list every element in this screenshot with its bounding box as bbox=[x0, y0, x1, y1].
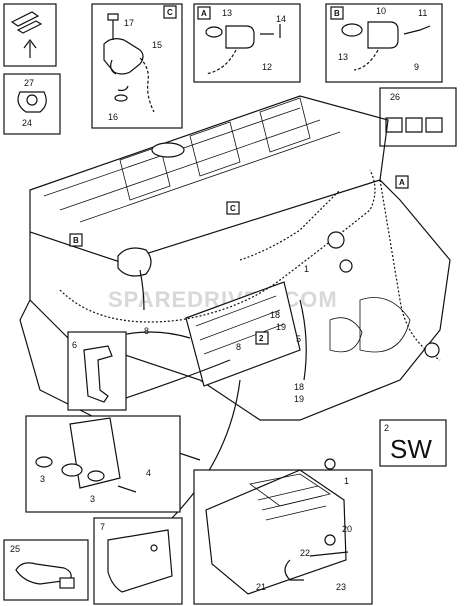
frame-number-2: 2 bbox=[259, 334, 264, 343]
callout-18-a: 18 bbox=[270, 310, 280, 320]
callout-22: 22 bbox=[300, 548, 310, 558]
callout-13-b: 13 bbox=[338, 52, 348, 62]
frame-letter-c-engine: C bbox=[230, 204, 236, 213]
callout-15: 15 bbox=[152, 40, 162, 50]
callout-8-b: 8 bbox=[236, 342, 241, 352]
frame-letter-b-engine: B bbox=[73, 236, 79, 245]
callout-20: 20 bbox=[342, 524, 352, 534]
inset-grommet-26 bbox=[379, 87, 457, 147]
callout-24: 24 bbox=[22, 118, 32, 128]
callout-3-a: 3 bbox=[40, 474, 45, 484]
inset-detail-c bbox=[91, 3, 183, 129]
callout-13-a: 13 bbox=[222, 8, 232, 18]
frame-letters: C A B A B C 2 bbox=[73, 8, 405, 343]
callout-25: 25 bbox=[10, 544, 20, 554]
callout-3-b: 3 bbox=[90, 494, 95, 504]
callout-19-a: 19 bbox=[276, 322, 286, 332]
callout-19-b: 19 bbox=[294, 394, 304, 404]
inset-detail-a bbox=[193, 3, 301, 83]
callout-10: 10 bbox=[376, 6, 386, 16]
inset-top-left bbox=[3, 3, 57, 67]
callout-17: 17 bbox=[124, 18, 134, 28]
callout-1-ecu: 1 bbox=[344, 476, 349, 486]
callout-1-engine: 1 bbox=[304, 264, 309, 274]
callout-4: 4 bbox=[146, 468, 151, 478]
frame-letter-a-engine: A bbox=[399, 178, 405, 187]
inset-clip-25 bbox=[3, 539, 89, 601]
callout-8-a: 8 bbox=[144, 326, 149, 336]
engine-drawing bbox=[19, 95, 451, 521]
group-sw-box: 2 SW bbox=[379, 419, 447, 467]
callout-7: 7 bbox=[100, 522, 105, 532]
callout-18-b: 18 bbox=[294, 382, 304, 392]
callout-6: 6 bbox=[72, 340, 77, 350]
frame-letter-a-inset: A bbox=[201, 9, 207, 18]
group-number: 2 bbox=[384, 423, 389, 433]
frame-letter-b-inset: B bbox=[334, 9, 340, 18]
inset-ecu bbox=[193, 458, 373, 605]
inset-mount-3-4 bbox=[25, 415, 181, 513]
callout-12: 12 bbox=[262, 62, 272, 72]
callout-5: 5 bbox=[296, 334, 301, 344]
callout-11: 11 bbox=[418, 8, 427, 18]
callout-27: 27 bbox=[24, 78, 34, 88]
callout-16: 16 bbox=[108, 112, 118, 122]
callout-26: 26 bbox=[390, 92, 400, 102]
group-code: SW bbox=[390, 434, 432, 464]
callout-14: 14 bbox=[276, 14, 286, 24]
inset-detail-b bbox=[325, 3, 443, 83]
inset-bracket-6 bbox=[67, 331, 127, 411]
inset-plate-7 bbox=[93, 517, 183, 605]
inset-clip-24 bbox=[3, 73, 61, 135]
frame-letter-c-inset: C bbox=[167, 8, 173, 17]
callout-21: 21 bbox=[256, 582, 266, 592]
callout-9: 9 bbox=[414, 62, 419, 72]
callout-23: 23 bbox=[336, 582, 346, 592]
callouts: 17 15 16 13 14 12 10 11 13 9 27 24 26 1 … bbox=[10, 6, 427, 592]
